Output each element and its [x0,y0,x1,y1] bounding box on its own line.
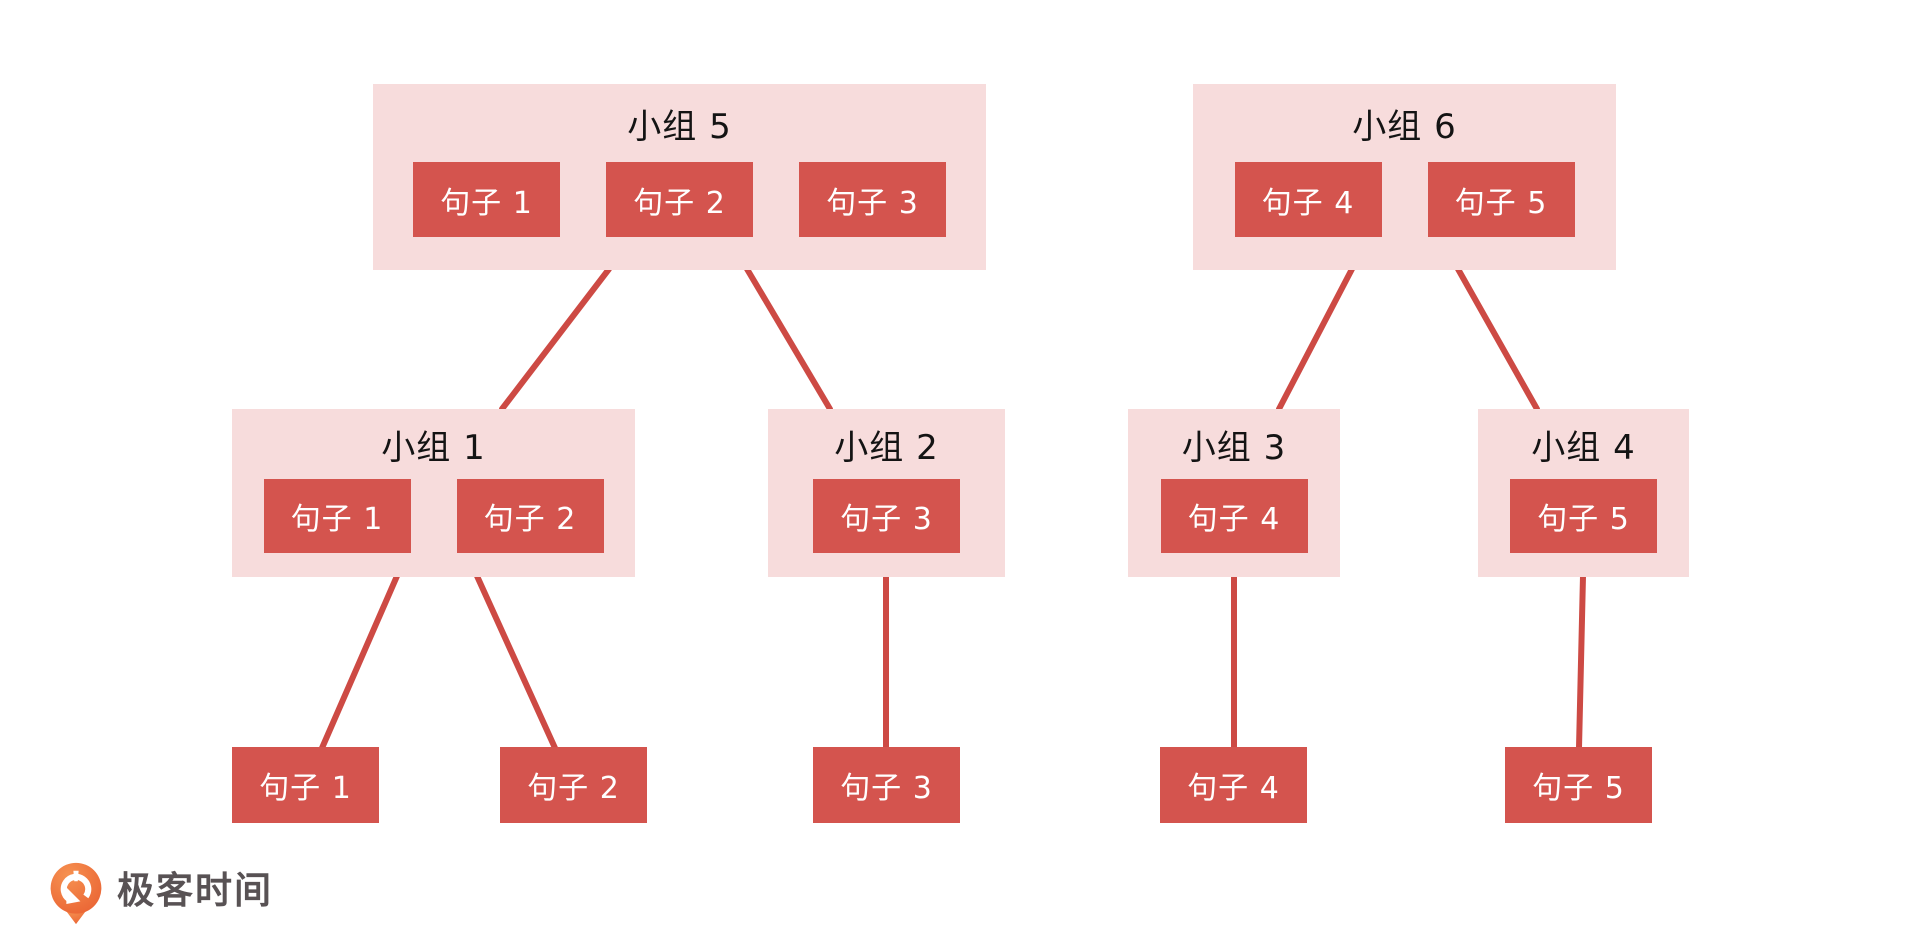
geektime-pin-icon [50,862,102,925]
leaf-sentence-5: 句子 5 [1505,747,1652,823]
group-5-box: 小组 5 句子 1 句子 2 句子 3 [373,84,986,270]
leaf-sentence-1: 句子 1 [232,747,379,823]
sentence-chip: 句子 5 [1427,162,1575,237]
leaf-sentence-2: 句子 2 [500,747,647,823]
sentence-chip: 句子 4 [1234,162,1382,237]
edge-group6-to-group4 [1455,266,1540,412]
group-5-title: 小组 5 [627,106,732,147]
group-6-sentences: 句子 4 句子 5 [1193,162,1616,237]
sentence-chip: 句子 4 [1160,479,1308,553]
sentence-chip: 句子 3 [813,479,960,553]
group-3-title: 小组 3 [1181,427,1287,468]
sentence-chip: 句子 1 [413,162,560,237]
geektime-logo-text: 极客时间 [117,869,273,912]
sentence-chip: 句子 5 [1510,479,1657,553]
sentence-chip: 句子 1 [263,479,411,553]
edge-group1-to-sentence2 [474,573,558,751]
group-6-title: 小组 6 [1352,106,1457,147]
group-1-box: 小组 1 句子 1 句子 2 [232,409,635,577]
edge-group6-to-group3 [1276,266,1355,412]
group-1-title: 小组 1 [381,427,486,468]
group-2-sentences: 句子 3 [768,479,1005,553]
group-4-box: 小组 4 句子 5 [1478,409,1689,577]
sentence-chip: 句子 2 [606,162,753,237]
group-2-box: 小组 2 句子 3 [768,409,1005,577]
group-2-title: 小组 2 [834,427,939,468]
edge-group5-to-group1 [499,266,612,412]
group-5-sentences: 句子 1 句子 2 句子 3 [373,162,986,237]
edge-group4-to-sentence5 [1576,573,1586,751]
group-4-sentences: 句子 5 [1478,479,1689,553]
group-4-title: 小组 4 [1531,427,1636,468]
leaf-sentence-3: 句子 3 [813,747,960,823]
group-6-box: 小组 6 句子 4 句子 5 [1193,84,1616,270]
geektime-logo: 极客时间 [48,862,273,925]
group-3-box: 小组 3 句子 4 [1128,409,1340,577]
group-1-sentences: 句子 1 句子 2 [232,479,635,553]
leaf-sentence-4: 句子 4 [1160,747,1307,823]
sentence-chip: 句子 3 [799,162,946,237]
group-3-sentences: 句子 4 [1128,479,1340,553]
sentence-chip: 句子 2 [456,479,604,553]
edge-group5-to-group2 [744,266,833,412]
edge-group1-to-sentence1 [319,573,400,751]
